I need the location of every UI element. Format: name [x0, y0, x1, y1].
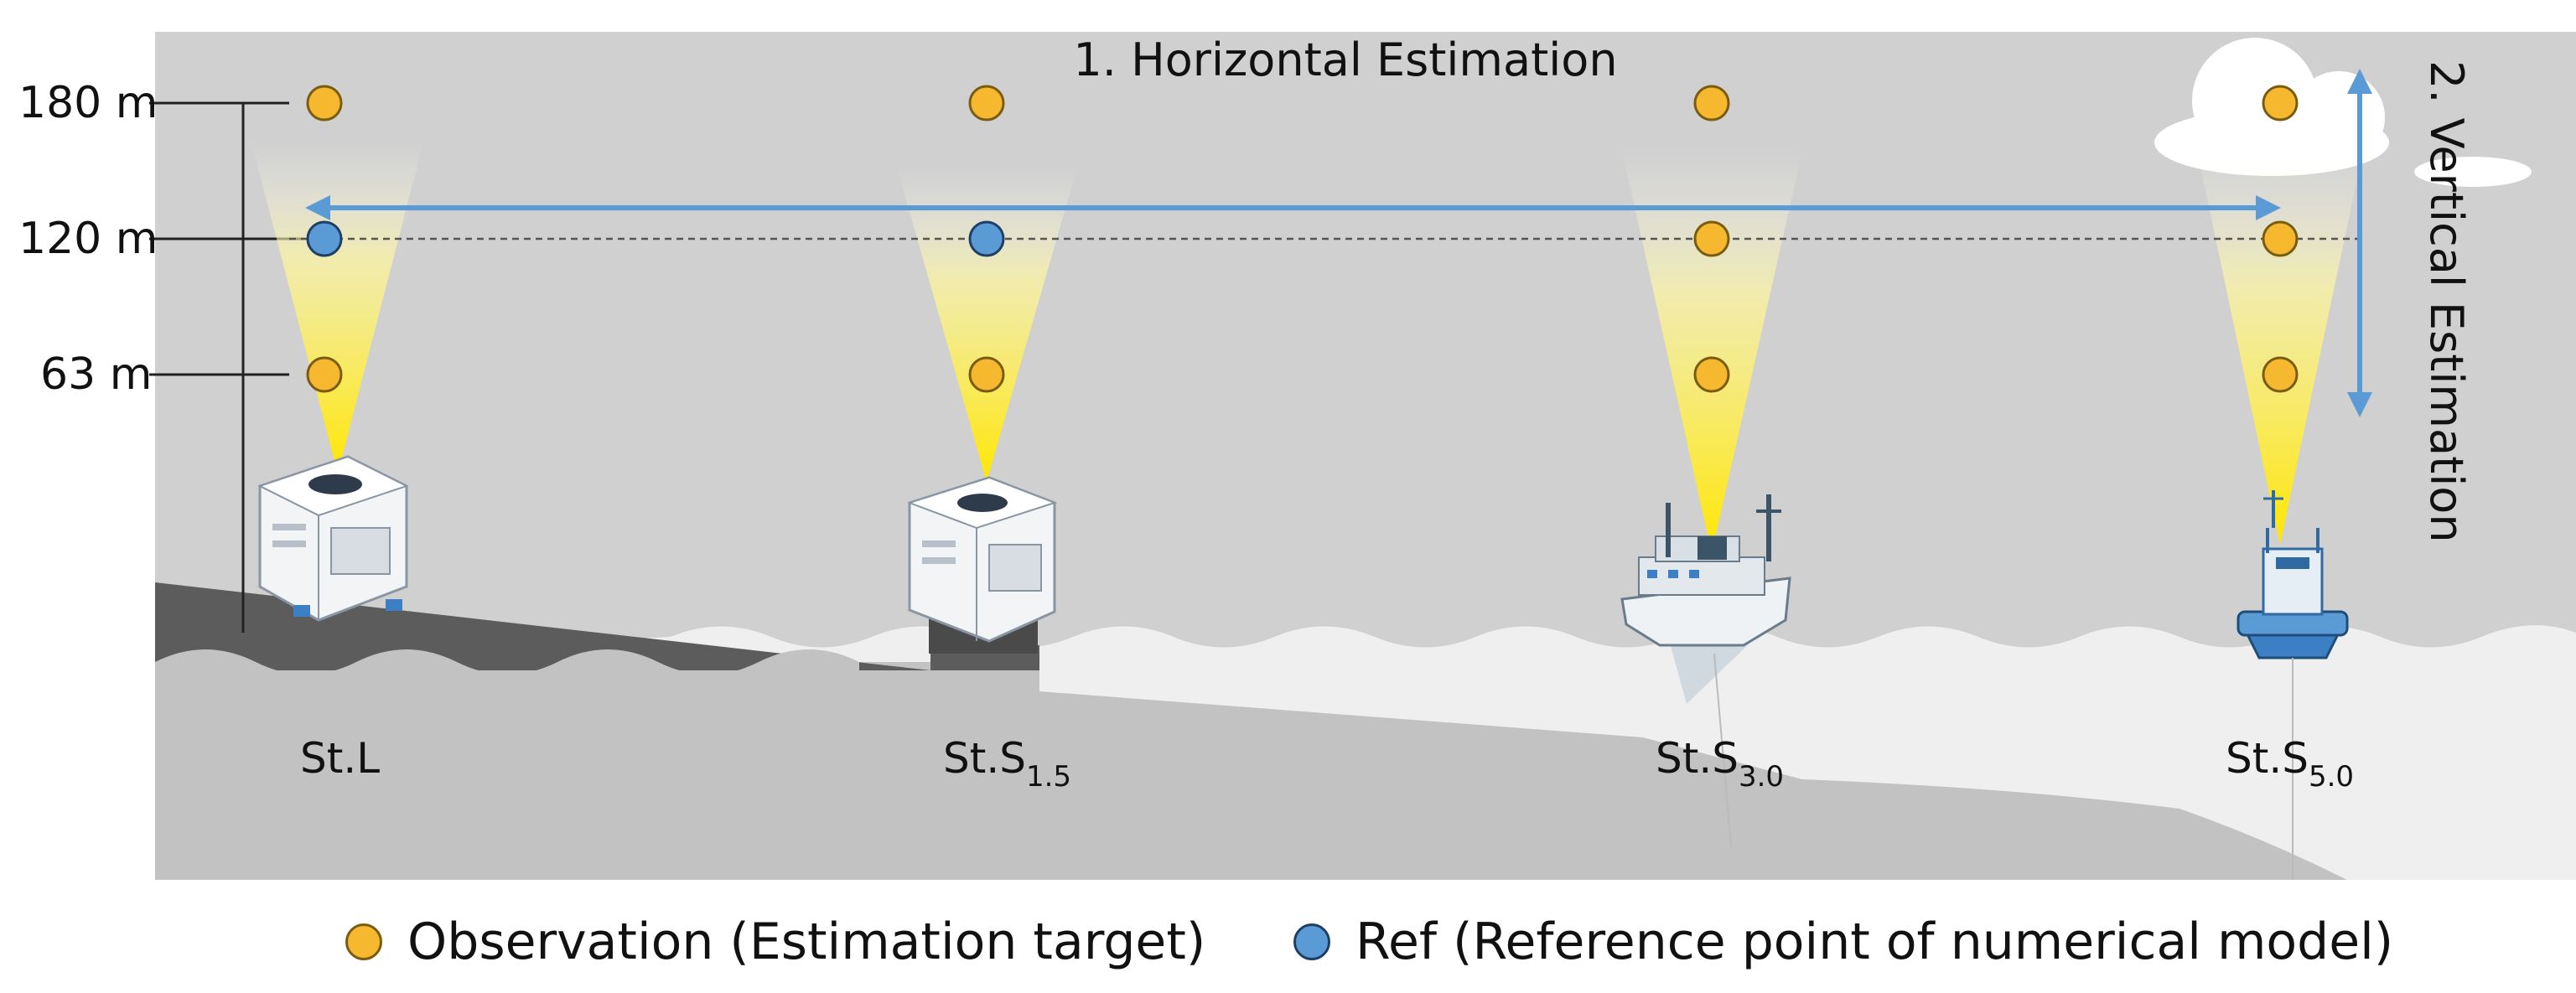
seabed-slope	[155, 662, 2347, 880]
land-edge-waves	[155, 649, 859, 675]
legend-item-reference: Ref (Reference point of numerical model)	[1293, 913, 2393, 971]
height-label-180: 180 m	[18, 78, 158, 128]
reference-marker-icon	[1293, 923, 1330, 960]
buoy-icon	[2237, 490, 2349, 659]
reference-point	[306, 220, 343, 257]
observation-point	[2262, 85, 2299, 122]
station-label-st-l: St.L	[300, 734, 380, 783]
legend-observation-label: Observation (Estimation target)	[407, 913, 1206, 971]
lidar-beam-stl	[251, 142, 423, 473]
land-dark	[155, 582, 1039, 670]
observation-point	[968, 356, 1005, 393]
observation-marker-icon	[345, 923, 382, 960]
height-label-120: 120 m	[18, 214, 158, 264]
station-label-st-s5-0: St.S5.0	[2226, 734, 2354, 794]
observation-point	[2262, 220, 2299, 257]
observation-point	[1693, 356, 1730, 393]
horizontal-estimation-title: 1. Horizontal Estimation	[1073, 34, 1617, 86]
observation-point	[1693, 85, 1730, 122]
lidar-beam-s50	[2196, 147, 2364, 545]
observation-point	[968, 85, 1005, 122]
height-label-63: 63 m	[40, 349, 152, 400]
legend-item-observation: Observation (Estimation target)	[345, 913, 1205, 971]
vessel-icon	[1620, 494, 1791, 704]
reference-point	[968, 220, 1005, 257]
observation-point	[1693, 220, 1730, 257]
lidar-beam-s30	[1622, 151, 1802, 553]
station-label-st-s3-0: St.S3.0	[1656, 734, 1784, 794]
observation-point	[306, 85, 343, 122]
observation-point	[306, 356, 343, 393]
diagram-scene: 180 m 120 m 63 m 1. Horizontal Estimatio…	[18, 32, 2576, 880]
mooring-line	[1713, 653, 1732, 847]
legend: Observation (Estimation target) Ref (Ref…	[0, 901, 2576, 985]
station-label-st-s1-5: St.S1.5	[943, 734, 1071, 794]
lidar-beam-s15	[897, 168, 1077, 482]
observation-point	[2262, 356, 2299, 393]
measurement-points	[306, 85, 2299, 393]
lidar-unit-icon	[257, 455, 409, 622]
legend-reference-label: Ref (Reference point of numerical model)	[1355, 913, 2394, 971]
lidar-unit-icon	[906, 476, 1058, 654]
vertical-estimation-title: 2. Vertical Estimation	[2420, 60, 2473, 543]
